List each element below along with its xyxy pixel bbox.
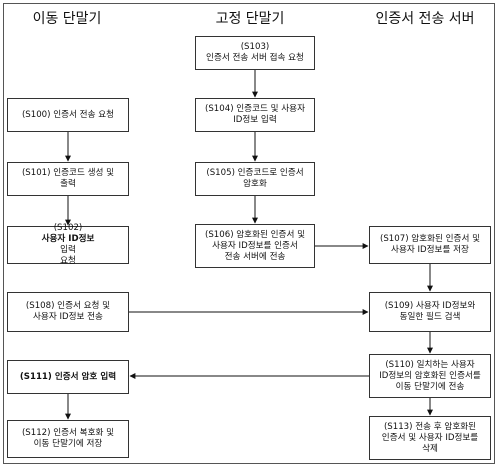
lane-title-mobile: 이동 단말기 [32, 11, 102, 27]
step-s102-prefix: (S102) [53, 223, 83, 233]
step-s100: (S100) 인증서 전송 요청 [7, 98, 129, 132]
step-s101: (S101) 인증코드 생성 및 출력 [7, 162, 129, 196]
step-s103: (S103) 인증서 전송 서버 접속 요청 [195, 36, 315, 70]
step-s102: (S102) 사용자 ID정보 입력 요청 [7, 223, 129, 266]
step-s111: (S111) 인증서 암호 입력 [7, 360, 129, 394]
step-s104: (S104) 인증코드 및 사용자 ID정보 입력 [195, 98, 315, 132]
step-s102-rest: 입력 요청 [60, 245, 76, 266]
step-s110: (S110) 일치하는 사용자 ID정보의 암호화된 인증서를 이동 단말기에 … [369, 354, 491, 398]
lane-title-server: 인증서 전송 서버 [375, 11, 475, 27]
step-s109: (S109) 사용자 ID정보와 동일한 필드 검색 [369, 292, 491, 332]
step-s112: (S112) 인증서 복호화 및 이동 단말기에 저장 [7, 420, 129, 458]
step-s108: (S108) 인증서 요청 및 사용자 ID정보 전송 [7, 292, 129, 332]
step-s105: (S105) 인증코드로 인증서 암호화 [195, 162, 315, 196]
diagram-frame [3, 3, 495, 464]
step-s113: (S113) 전송 후 암호화된 인증서 및 사용자 ID정보를 삭제 [369, 416, 491, 460]
step-s107: (S107) 암호화된 인증서 및 사용자 ID정보를 저장 [369, 226, 491, 264]
step-s102-bold: 사용자 ID정보 [41, 234, 95, 244]
step-s106: (S106) 암호화된 인증서 및 사용자 ID정보를 인증서 전송 서버에 전… [195, 224, 315, 268]
lane-title-fixed: 고정 단말기 [215, 11, 285, 27]
